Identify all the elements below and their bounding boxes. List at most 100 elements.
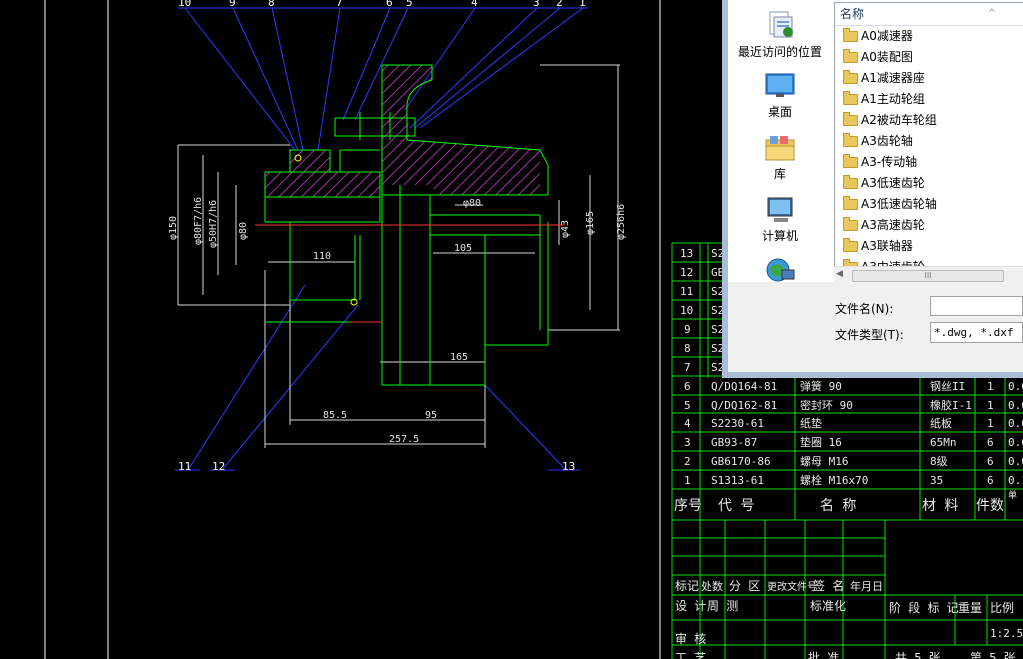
file-list-item-label: A3低速齿轮 [861,176,925,190]
tb-scale-value: 1:2.5 [990,627,1023,640]
parts-row-code: S2 [711,247,724,260]
parts-row-no: 8 [684,342,691,355]
file-list-item[interactable]: A3联轴器 [835,236,1023,257]
col-header-code: 代 号 [718,498,754,514]
folder-icon [843,238,858,252]
tb-sheet-no: 第 5 张 [970,651,1016,659]
library-icon [765,136,795,161]
dim-105: 105 [454,243,472,254]
leader-label-9: 9 [229,0,236,9]
parts-row-code: S2 [711,304,724,317]
dim-165: 165 [450,352,468,363]
file-type-select[interactable]: *.dwg, *.dxf [930,322,1023,343]
parts-row-qty: 1 [987,380,994,393]
leader-label-10: 10 [178,0,191,9]
parts-row-qty: 1 [987,417,994,430]
leader-label-3: 3 [533,0,540,9]
parts-row-code: GB [711,266,725,279]
tb-sign: 签 名 [813,578,844,593]
parts-row-no: 1 [684,474,691,487]
parts-row-no: 7 [684,361,691,374]
recent-places-icon [769,11,793,38]
scroll-left-icon[interactable]: ◀ [836,269,843,279]
parts-row-no: 6 [684,380,691,393]
parts-row-extra: 0.0 [1008,455,1023,468]
file-open-dialog: 最近访问的位置 桌面 库 [722,0,1023,378]
parts-row-material: 8级 [930,455,948,468]
parts-row-name: 螺母 M16 [800,455,849,468]
parts-row-code: S2 [711,323,724,336]
col-header-material: 材 料 [922,498,958,514]
place-recent-label: 最近访问的位置 [737,45,822,59]
tb-design: 设 计 [675,599,706,613]
scroll-thumb[interactable]: III [852,270,1004,282]
file-list[interactable]: 名称 ^ A0减速器 A0装配图 A1减速器座 A1主动轮组 A2被动车轮组 A3齿轮轴 A… [834,2,1023,284]
folder-icon [843,112,858,126]
tb-review: 审 核 [675,631,706,646]
folder-icon [843,49,858,63]
horizontal-scrollbar[interactable]: ◀ III [834,266,1023,283]
tb-sheet-total: 共 5 张 [895,651,941,659]
folder-icon [843,154,858,168]
dim-phi256: φ256h6 [616,204,627,240]
folder-icon [843,70,858,84]
tb-count: 处数 [701,580,723,593]
dimension-lines [177,64,620,448]
place-recent[interactable]: 最近访问的位置 [728,8,832,60]
place-computer[interactable]: 计算机 [728,196,832,244]
computer-icon [767,197,793,222]
file-list-item[interactable]: A3低速齿轮 [835,173,1023,194]
folder-icon [843,196,858,210]
file-list-item[interactable]: A3低速齿轮轴 [835,194,1023,215]
parts-row-no: 9 [684,323,691,336]
tb-designer: 周 测 [707,599,738,613]
dim-257-5: 257.5 [389,434,419,445]
file-list-item[interactable]: A3高速齿轮 [835,215,1023,236]
folder-icon [843,91,858,105]
parts-row-no: 2 [684,455,691,468]
parts-row-qty: 6 [987,474,994,487]
leader-label-13: 13 [562,460,575,473]
scroll-thumb-grip: III [924,271,932,280]
file-type-value: *.dwg, *.dxf [934,326,1014,339]
file-list-item[interactable]: A1减速器座 [835,68,1023,89]
file-list-item[interactable]: A0减速器 [835,26,1023,47]
leader-lines-top [175,7,588,471]
dim-phi80f7: φ80F7/h6 [193,197,204,245]
folder-icon [843,133,858,147]
file-list-item-label: A2被动车轮组 [861,113,937,127]
folder-icon [843,28,858,42]
tb-zone: 分 区 [729,579,760,593]
file-list-item-label: A3-传动轴 [861,155,918,169]
file-list-item-label: A3齿轮轴 [861,134,913,148]
parts-row-name: 弹簧 90 [800,379,842,393]
parts-row-code: S2230-61 [711,417,764,430]
col-header-qty: 件数 [976,498,1004,514]
parts-row-material: 纸板 [930,416,952,430]
dim-110: 110 [313,251,331,262]
places-bar: 最近访问的位置 桌面 库 [728,0,832,303]
file-list-item[interactable]: A1主动轮组 [835,89,1023,110]
file-list-item-label: A1减速器座 [861,71,925,85]
tb-weight: 重量 [958,601,982,615]
file-list-item[interactable]: A3-传动轴 [835,152,1023,173]
file-list-item-label: A0减速器 [861,29,913,43]
parts-row-material: 35 [930,474,943,487]
col-header-name: 名 称 [820,498,856,514]
parts-row-no: 11 [680,285,693,298]
parts-row-no: 4 [684,417,691,430]
file-list-item[interactable]: A2被动车轮组 [835,110,1023,131]
parts-row-extra: 0.0 [1008,417,1023,430]
leader-label-8: 8 [268,0,275,9]
file-list-item[interactable]: A3齿轮轴 [835,131,1023,152]
place-desktop[interactable]: 桌面 [728,72,832,120]
column-header-name[interactable]: 名称 ^ [835,3,1023,26]
parts-row-name: 纸垫 [800,416,822,430]
file-list-item[interactable]: A0装配图 [835,47,1023,68]
parts-row-extra: 0.0 [1008,399,1023,412]
place-library[interactable]: 库 [728,134,832,182]
file-name-input[interactable] [930,296,1023,316]
file-list-item-label: A3低速齿轮轴 [861,197,937,211]
parts-row-no: 10 [680,304,693,317]
